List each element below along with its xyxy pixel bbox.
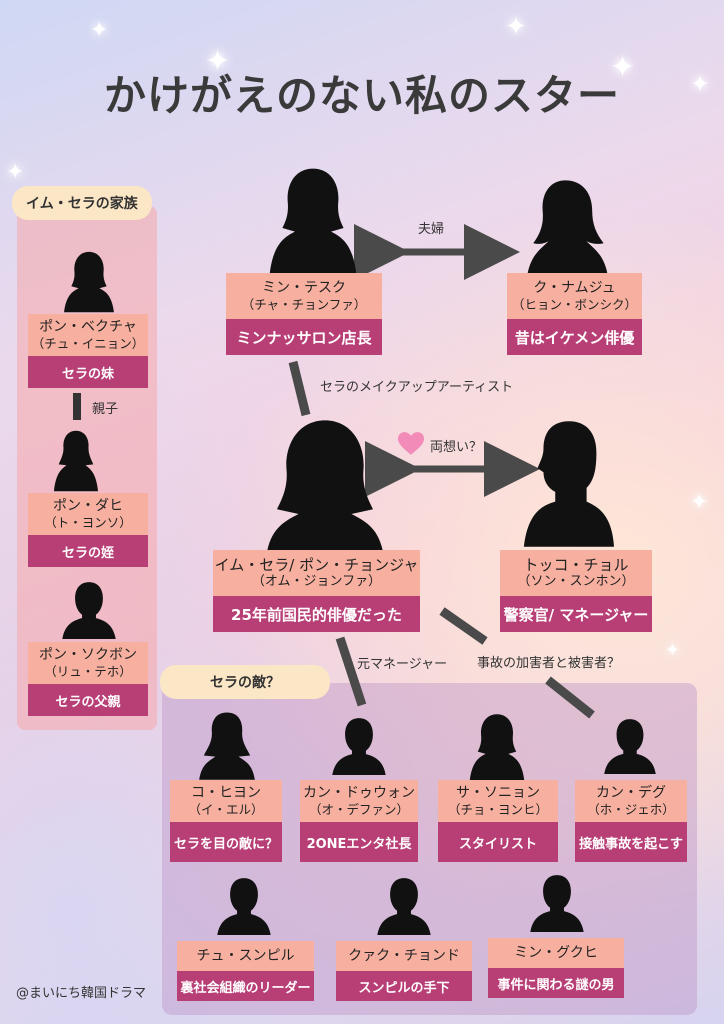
- sparkle-icon: ✦: [6, 160, 25, 185]
- tokko-name-box: トッコ・チョル （ソン・スンホン）: [500, 550, 652, 596]
- person-silhouette-icon: [468, 712, 526, 780]
- makeup-label: セラのメイクアップアーティスト: [320, 380, 514, 395]
- person-silhouette-icon: [52, 427, 100, 493]
- enemy-4-name: カン・デグ: [596, 785, 666, 802]
- sparkle-icon: ✦: [665, 640, 681, 661]
- enemy-5-role: 裏社会組織のリーダー: [177, 971, 314, 1001]
- tokko-actor: （ソン・スンホン）: [517, 574, 635, 590]
- enemy-1-role: セラを目の敵に？: [170, 822, 282, 862]
- enemy-6-role: スンピルの手下: [336, 971, 472, 1001]
- sparkle-icon: ✦: [90, 18, 109, 43]
- enemy-5-name: チュ・スンピル: [196, 947, 295, 964]
- family-1-role: セラの妹: [28, 356, 148, 388]
- family-2-actor: （ト・ヨンソ）: [44, 514, 132, 530]
- family-3-name: ポン・ソクボン: [39, 647, 137, 664]
- enemy-7-name: ミン・グクヒ: [514, 944, 598, 961]
- sparkle-icon: ✦: [690, 70, 711, 98]
- family-3-name-box: ポン・ソクボン （リュ・テホ）: [28, 642, 148, 684]
- enemy-section-label: セラの敵？: [160, 665, 330, 699]
- former-manager-label: 元マネージャー: [357, 657, 448, 672]
- accident-line-1: [439, 607, 488, 645]
- family-3-actor: （リュ・テホ）: [44, 663, 132, 679]
- enemy-2-role: 2ONEエンタ社長: [300, 822, 418, 862]
- accident-label: 事故の加害者と被害者？: [477, 656, 621, 671]
- enemy-2-name-box: カン・ドゥウォン （オ・デファン）: [300, 780, 418, 822]
- tesuku-role: ミンナッサロン店長: [226, 319, 382, 355]
- enemy-2-name: カン・ドゥウォン: [303, 785, 415, 802]
- sparkle-icon: ✦: [205, 44, 231, 79]
- namuju-name-box: ク・ナムジュ （ヒョン・ボンシク）: [507, 273, 642, 319]
- enemy-7-role: 事件に関わる謎の男: [488, 968, 624, 998]
- enemy-3-role: スタイリスト: [438, 822, 558, 862]
- enemy-3-name: サ・ソニョン: [456, 785, 540, 802]
- couple-label: 夫婦: [418, 222, 445, 237]
- person-silhouette-icon: [60, 580, 118, 640]
- heart-icon: [398, 432, 424, 455]
- person-silhouette-icon: [520, 178, 615, 274]
- family-2-role: セラの姪: [28, 535, 148, 567]
- tokko-role: 警察官/ マネージャー: [500, 596, 652, 632]
- family-section-label: イム・セラの家族: [12, 186, 152, 220]
- enemy-3-actor: （チョ・ヨンヒ）: [447, 801, 548, 817]
- enemy-4-actor: （ホ・ジェホ）: [587, 801, 675, 817]
- namuju-actor: （ヒョン・ボンシク）: [511, 296, 637, 312]
- person-silhouette-icon: [268, 165, 358, 273]
- enemy-3-name-box: サ・ソニョン （チョ・ヨンヒ）: [438, 780, 558, 822]
- person-silhouette-icon: [198, 710, 256, 780]
- sera-name: イム・セラ/ ポン・チョンジャ: [214, 556, 419, 575]
- person-silhouette-icon: [528, 868, 586, 938]
- enemy-4-name-box: カン・デグ （ホ・ジェホ）: [575, 780, 687, 822]
- person-silhouette-icon: [518, 416, 616, 550]
- family-1-name: ポン・ベクチャ: [39, 319, 137, 336]
- enemy-6-name-box: クァク・チョンド: [336, 941, 472, 971]
- enemy-1-actor: （イ・エル）: [188, 801, 264, 817]
- sparkle-icon: ✦: [505, 12, 527, 42]
- tesuku-actor: （チャ・チョンファ）: [241, 296, 367, 312]
- enemy-5-name-box: チュ・スンピル: [177, 941, 314, 971]
- tesuku-name: ミン・テスク: [262, 280, 346, 297]
- family-2-name-box: ポン・ダヒ （ト・ヨンソ）: [28, 493, 148, 535]
- parent-child-label: 親子: [92, 402, 119, 417]
- sera-name-box: イム・セラ/ ポン・チョンジャ （オム・ジョンファ）: [213, 550, 420, 596]
- credit-text: @まいにち韓国ドラマ: [16, 986, 147, 1001]
- sera-role: 25年前国民的俳優だった: [213, 596, 420, 632]
- person-silhouette-icon: [330, 712, 388, 780]
- person-silhouette-icon: [215, 872, 273, 940]
- tesuku-name-box: ミン・テスク （チャ・チョンファ）: [226, 273, 382, 319]
- namuju-role: 昔はイケメン俳優: [507, 319, 642, 355]
- person-silhouette-icon: [63, 248, 115, 314]
- makeup-line: [288, 360, 311, 417]
- sparkle-icon: ✦: [690, 490, 709, 515]
- enemy-7-name-box: ミン・グクヒ: [488, 938, 624, 968]
- family-1-name-box: ポン・ベクチャ （チュ・イニョン）: [28, 314, 148, 356]
- person-silhouette-icon: [265, 418, 385, 550]
- sera-actor: （オム・ジョンファ）: [251, 574, 382, 590]
- tokko-name: トッコ・チョル: [523, 556, 629, 575]
- family-2-name: ポン・ダヒ: [53, 498, 123, 515]
- person-silhouette-icon: [602, 712, 658, 780]
- namuju-name: ク・ナムジュ: [533, 280, 616, 297]
- enemy-1-name-box: コ・ヒヨン （イ・エル）: [170, 780, 282, 822]
- mutual-label: 両想い？: [430, 440, 483, 455]
- enemy-6-name: クァク・チョンド: [348, 947, 460, 964]
- family-3-role: セラの父親: [28, 684, 148, 716]
- enemy-4-role: 接触事故を起こす: [575, 822, 687, 862]
- person-silhouette-icon: [375, 872, 433, 940]
- sparkle-icon: ✦: [610, 50, 636, 85]
- family-1-actor: （チュ・イニョン）: [31, 335, 145, 351]
- enemy-1-name: コ・ヒヨン: [191, 785, 261, 802]
- enemy-2-actor: （オ・デファン）: [308, 801, 409, 817]
- page-title: かけがえのない私のスター: [103, 71, 620, 120]
